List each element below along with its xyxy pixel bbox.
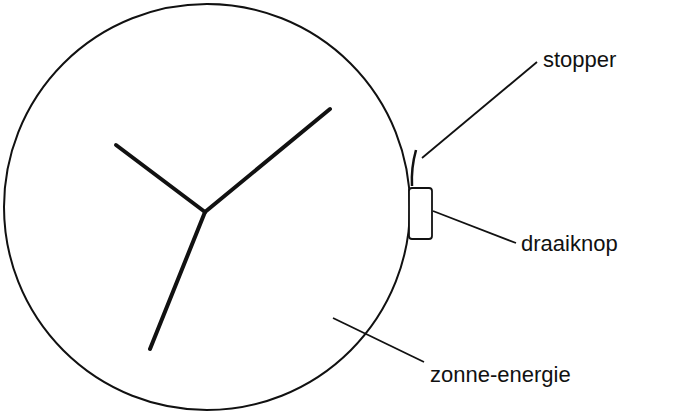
hour-hand <box>116 145 205 212</box>
leader-lines <box>333 62 537 362</box>
part-label: zonne-energie <box>430 363 571 387</box>
stopper-part <box>412 150 416 186</box>
minute-hand <box>205 109 330 212</box>
leader-line <box>422 62 537 158</box>
part-label: draaiknop <box>521 232 618 256</box>
part-label: stopper <box>543 48 616 72</box>
leader-line <box>433 211 516 243</box>
watch-hands <box>116 109 330 349</box>
crown-knob <box>409 188 432 239</box>
watch-case <box>4 4 410 410</box>
second-hand <box>150 212 205 349</box>
leader-line <box>333 318 424 362</box>
